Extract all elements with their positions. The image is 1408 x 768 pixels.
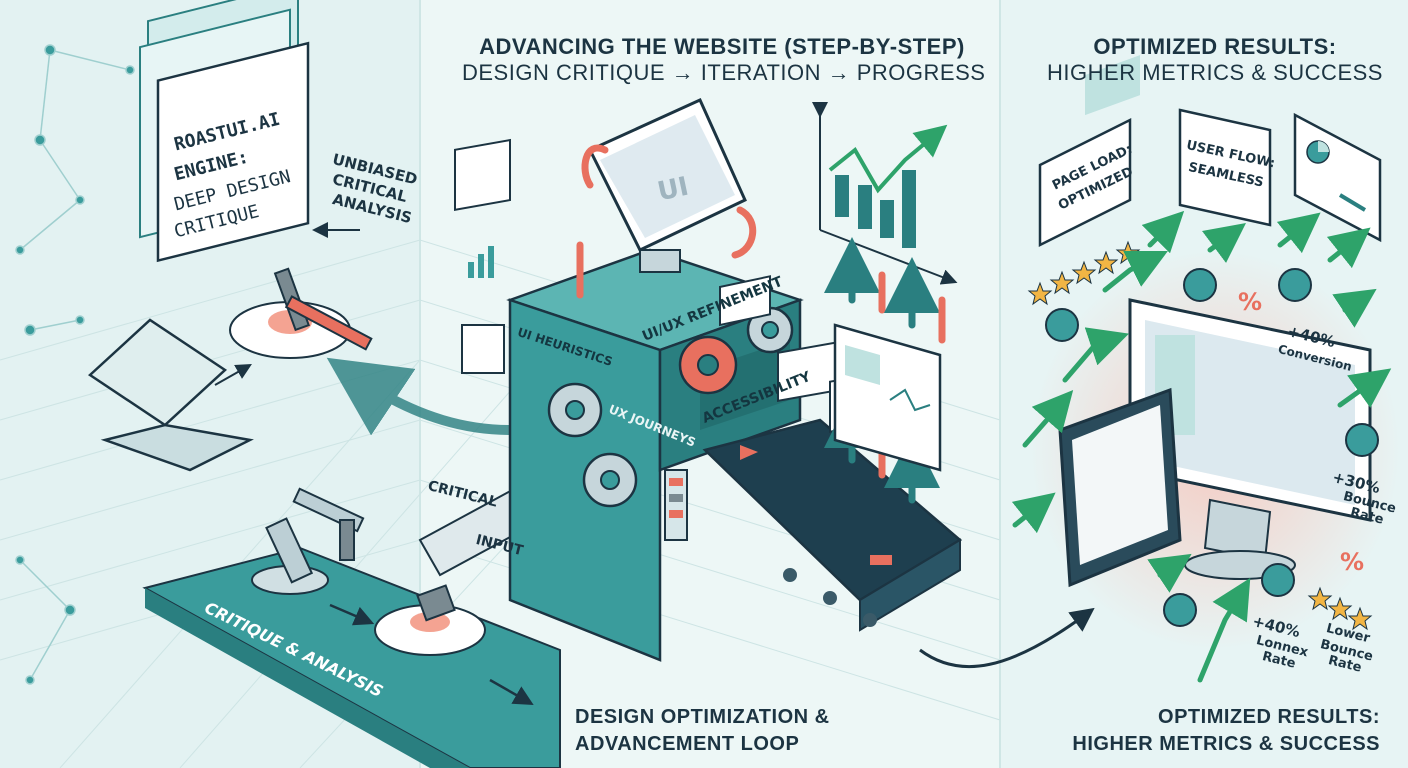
results-tablet: [1058, 55, 1182, 588]
flow-arrow-to-results: [919, 607, 1095, 669]
page-load-card: [1038, 117, 1132, 248]
right-header-subtitle: HIGHER METRICS & SUCCESS: [1047, 60, 1383, 85]
heuristics-card: [461, 324, 505, 374]
footer-right-line1: OPTIMIZED RESULTS:: [1158, 706, 1380, 728]
flow-arrow-machine-to-cloud: [326, 357, 515, 436]
footer-right-line2: HIGHER METRICS & SUCCESS: [1072, 733, 1380, 755]
growth-bar-chart: [812, 102, 958, 285]
platform-arrow-2: [489, 678, 534, 705]
engine-card-stack: [139, 0, 310, 263]
mini-chart-card: [454, 138, 511, 278]
ui-monitor-top: [576, 98, 757, 299]
analytics-card: [833, 323, 942, 472]
rating-stars: [1027, 240, 1373, 631]
refinement-machine: [506, 248, 804, 662]
satisfaction-faces: [1045, 268, 1379, 627]
percent-symbol-bottom: %: [1340, 548, 1365, 576]
loop-caption-line1: DESIGN OPTIMIZATION &: [575, 706, 830, 728]
network-graph: [15, 44, 135, 685]
monitor-screen-ui: UI: [655, 171, 692, 208]
laptop-illustration: [87, 318, 254, 472]
platform-arrow-1: [329, 603, 375, 626]
center-header-title: ADVANCING THE WEBSITE (STEP-BY-STEP): [479, 34, 965, 59]
robot-arm: [251, 487, 365, 595]
right-header-title: OPTIMIZED RESULTS:: [1093, 34, 1337, 59]
percent-symbol-top: %: [1238, 288, 1263, 316]
flow-arrow-to-laptop: [214, 364, 252, 386]
chart-card-right: [1293, 112, 1382, 243]
center-header-subtitle: DESIGN CRITIQUE → ITERATION → PROGRESS: [462, 60, 986, 85]
loop-caption-line2: ADVANCEMENT LOOP: [575, 733, 800, 755]
hammer-cloud-bottom: [374, 584, 486, 656]
hammer-cloud-top: [229, 267, 373, 359]
growth-arrows: [1011, 210, 1392, 683]
user-flow-card: [1178, 108, 1272, 227]
